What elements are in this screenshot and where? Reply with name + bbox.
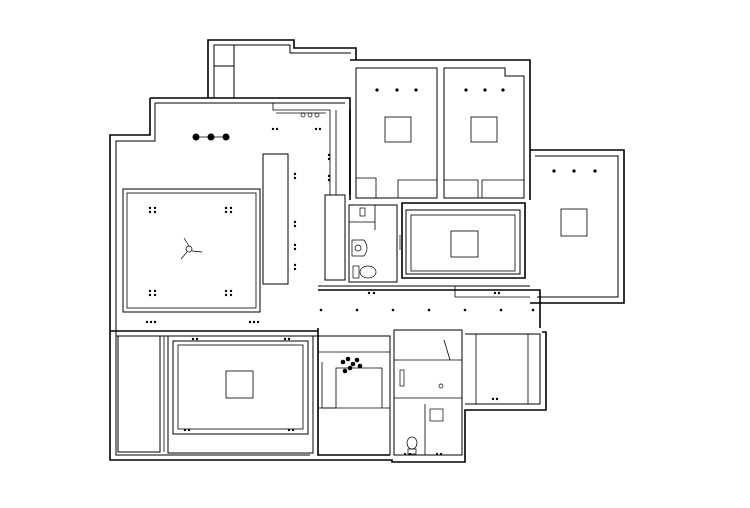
corridor [318,285,541,328]
kitchen-counter [262,103,351,285]
top-room-right [443,67,525,199]
bottom-bathroom [393,329,463,456]
outer-walls [109,39,625,463]
bottom-left-room [117,335,165,453]
lower-divider [110,330,318,337]
bottom-right-room [465,333,541,405]
spotlights [148,206,233,297]
bottom-kitchen [317,328,391,456]
pendant-light-icon [192,133,230,141]
right-wing-room [552,169,597,237]
central-bathroom [324,194,401,283]
bottom-center-room [167,335,314,454]
center-room [401,202,526,279]
top-room-left [355,67,438,199]
ceiling-fan-icon [180,237,203,260]
plant-icon [340,356,363,374]
living-room [122,133,261,324]
